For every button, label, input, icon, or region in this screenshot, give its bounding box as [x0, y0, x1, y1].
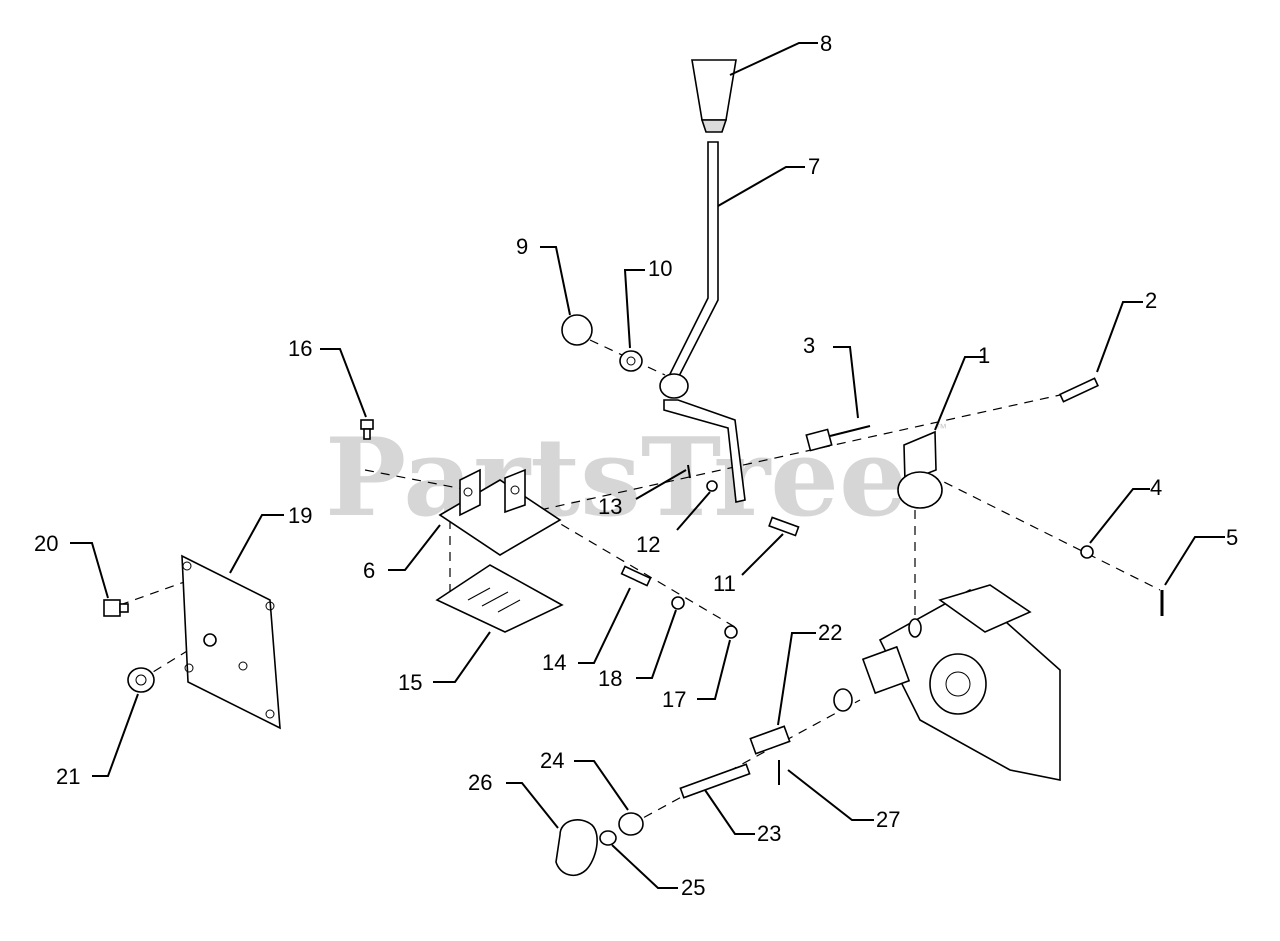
callout-24: 24: [540, 748, 629, 811]
callout-label: 1: [978, 343, 990, 368]
callout-label: 19: [288, 503, 312, 528]
callout-7: 7: [717, 154, 820, 207]
callout-11: 11: [713, 533, 784, 596]
callout-label: 25: [681, 875, 705, 900]
callout-12: 12: [636, 491, 711, 557]
callout-label: 10: [648, 256, 672, 281]
part-washer-18: [671, 596, 685, 610]
watermark: PartsTree ™: [325, 415, 947, 541]
callout-label: 13: [598, 494, 622, 519]
callout-5: 5: [1164, 525, 1238, 586]
callout-label: 12: [636, 532, 660, 557]
part-cotter-13: [687, 464, 691, 479]
part-bushing: [561, 314, 593, 346]
callout-label: 17: [662, 687, 686, 712]
callout-10: 10: [623, 256, 672, 349]
callout-label: 5: [1226, 525, 1238, 550]
callout-26: 26: [468, 770, 559, 829]
part-nut-17: [724, 625, 738, 639]
callout-label: 20: [34, 531, 58, 556]
callout-label: 24: [540, 748, 564, 773]
callout-label: 6: [363, 558, 375, 583]
part-pin-2: [1059, 377, 1099, 403]
part-knob-26: [555, 819, 598, 877]
callout-13: 13: [598, 469, 687, 519]
callout-23: 23: [704, 789, 781, 846]
part-pin-14: [620, 565, 652, 587]
callout-3: 3: [803, 333, 859, 419]
callout-14: 14: [542, 587, 631, 675]
part-transmission-housing: [833, 584, 1061, 781]
callout-label: 27: [876, 807, 900, 832]
callout-18: 18: [598, 609, 677, 691]
callout-label: 16: [288, 336, 312, 361]
part-lever-arm: [897, 430, 943, 509]
part-clevis-pin-11: [768, 516, 800, 537]
callout-label: 26: [468, 770, 492, 795]
part-washer-12: [706, 480, 718, 492]
part-washer-25: [599, 830, 617, 846]
callout-label: 2: [1145, 288, 1157, 313]
callout-2: 2: [1096, 288, 1157, 373]
callout-6: 6: [363, 524, 441, 583]
part-rod-end: [805, 425, 871, 452]
callout-9: 9: [516, 234, 571, 316]
part-nut-24: [618, 812, 644, 836]
callout-27: 27: [787, 769, 900, 832]
part-knob: [691, 59, 737, 133]
callout-label: 8: [820, 31, 832, 56]
callout-label: 21: [56, 764, 80, 789]
part-washer-10: [619, 350, 643, 372]
callout-21: 21: [56, 693, 139, 789]
part-mounting-plate: [181, 554, 281, 730]
callout-15: 15: [398, 631, 491, 695]
callout-label: 22: [818, 620, 842, 645]
part-screw-16: [360, 419, 374, 440]
callout-16: 16: [288, 336, 367, 418]
callout-label: 18: [598, 666, 622, 691]
part-rod-23: [679, 763, 751, 799]
part-washer-4: [1080, 545, 1094, 559]
callout-19: 19: [229, 503, 312, 574]
callout-label: 23: [757, 821, 781, 846]
part-base-plate: [435, 564, 564, 633]
callout-label: 4: [1150, 475, 1162, 500]
callout-label: 15: [398, 670, 422, 695]
callout-label: 14: [542, 650, 566, 675]
callout-22: 22: [777, 620, 842, 726]
callout-label: 11: [713, 571, 736, 596]
callout-4: 4: [1089, 475, 1162, 544]
callout-label: 7: [808, 154, 820, 179]
callout-label: 9: [516, 234, 528, 259]
callout-25: 25: [611, 844, 705, 900]
callout-label: 3: [803, 333, 815, 358]
part-bolt-20: [103, 599, 129, 617]
callout-8: 8: [729, 31, 832, 76]
part-clevis-22: [749, 725, 791, 755]
callout-20: 20: [34, 531, 109, 599]
callout-17: 17: [662, 639, 731, 712]
part-washer-21: [127, 667, 155, 693]
callout-1: 1: [934, 343, 990, 431]
part-shift-lever: [659, 141, 746, 503]
part-pivot-bracket: [438, 468, 562, 556]
